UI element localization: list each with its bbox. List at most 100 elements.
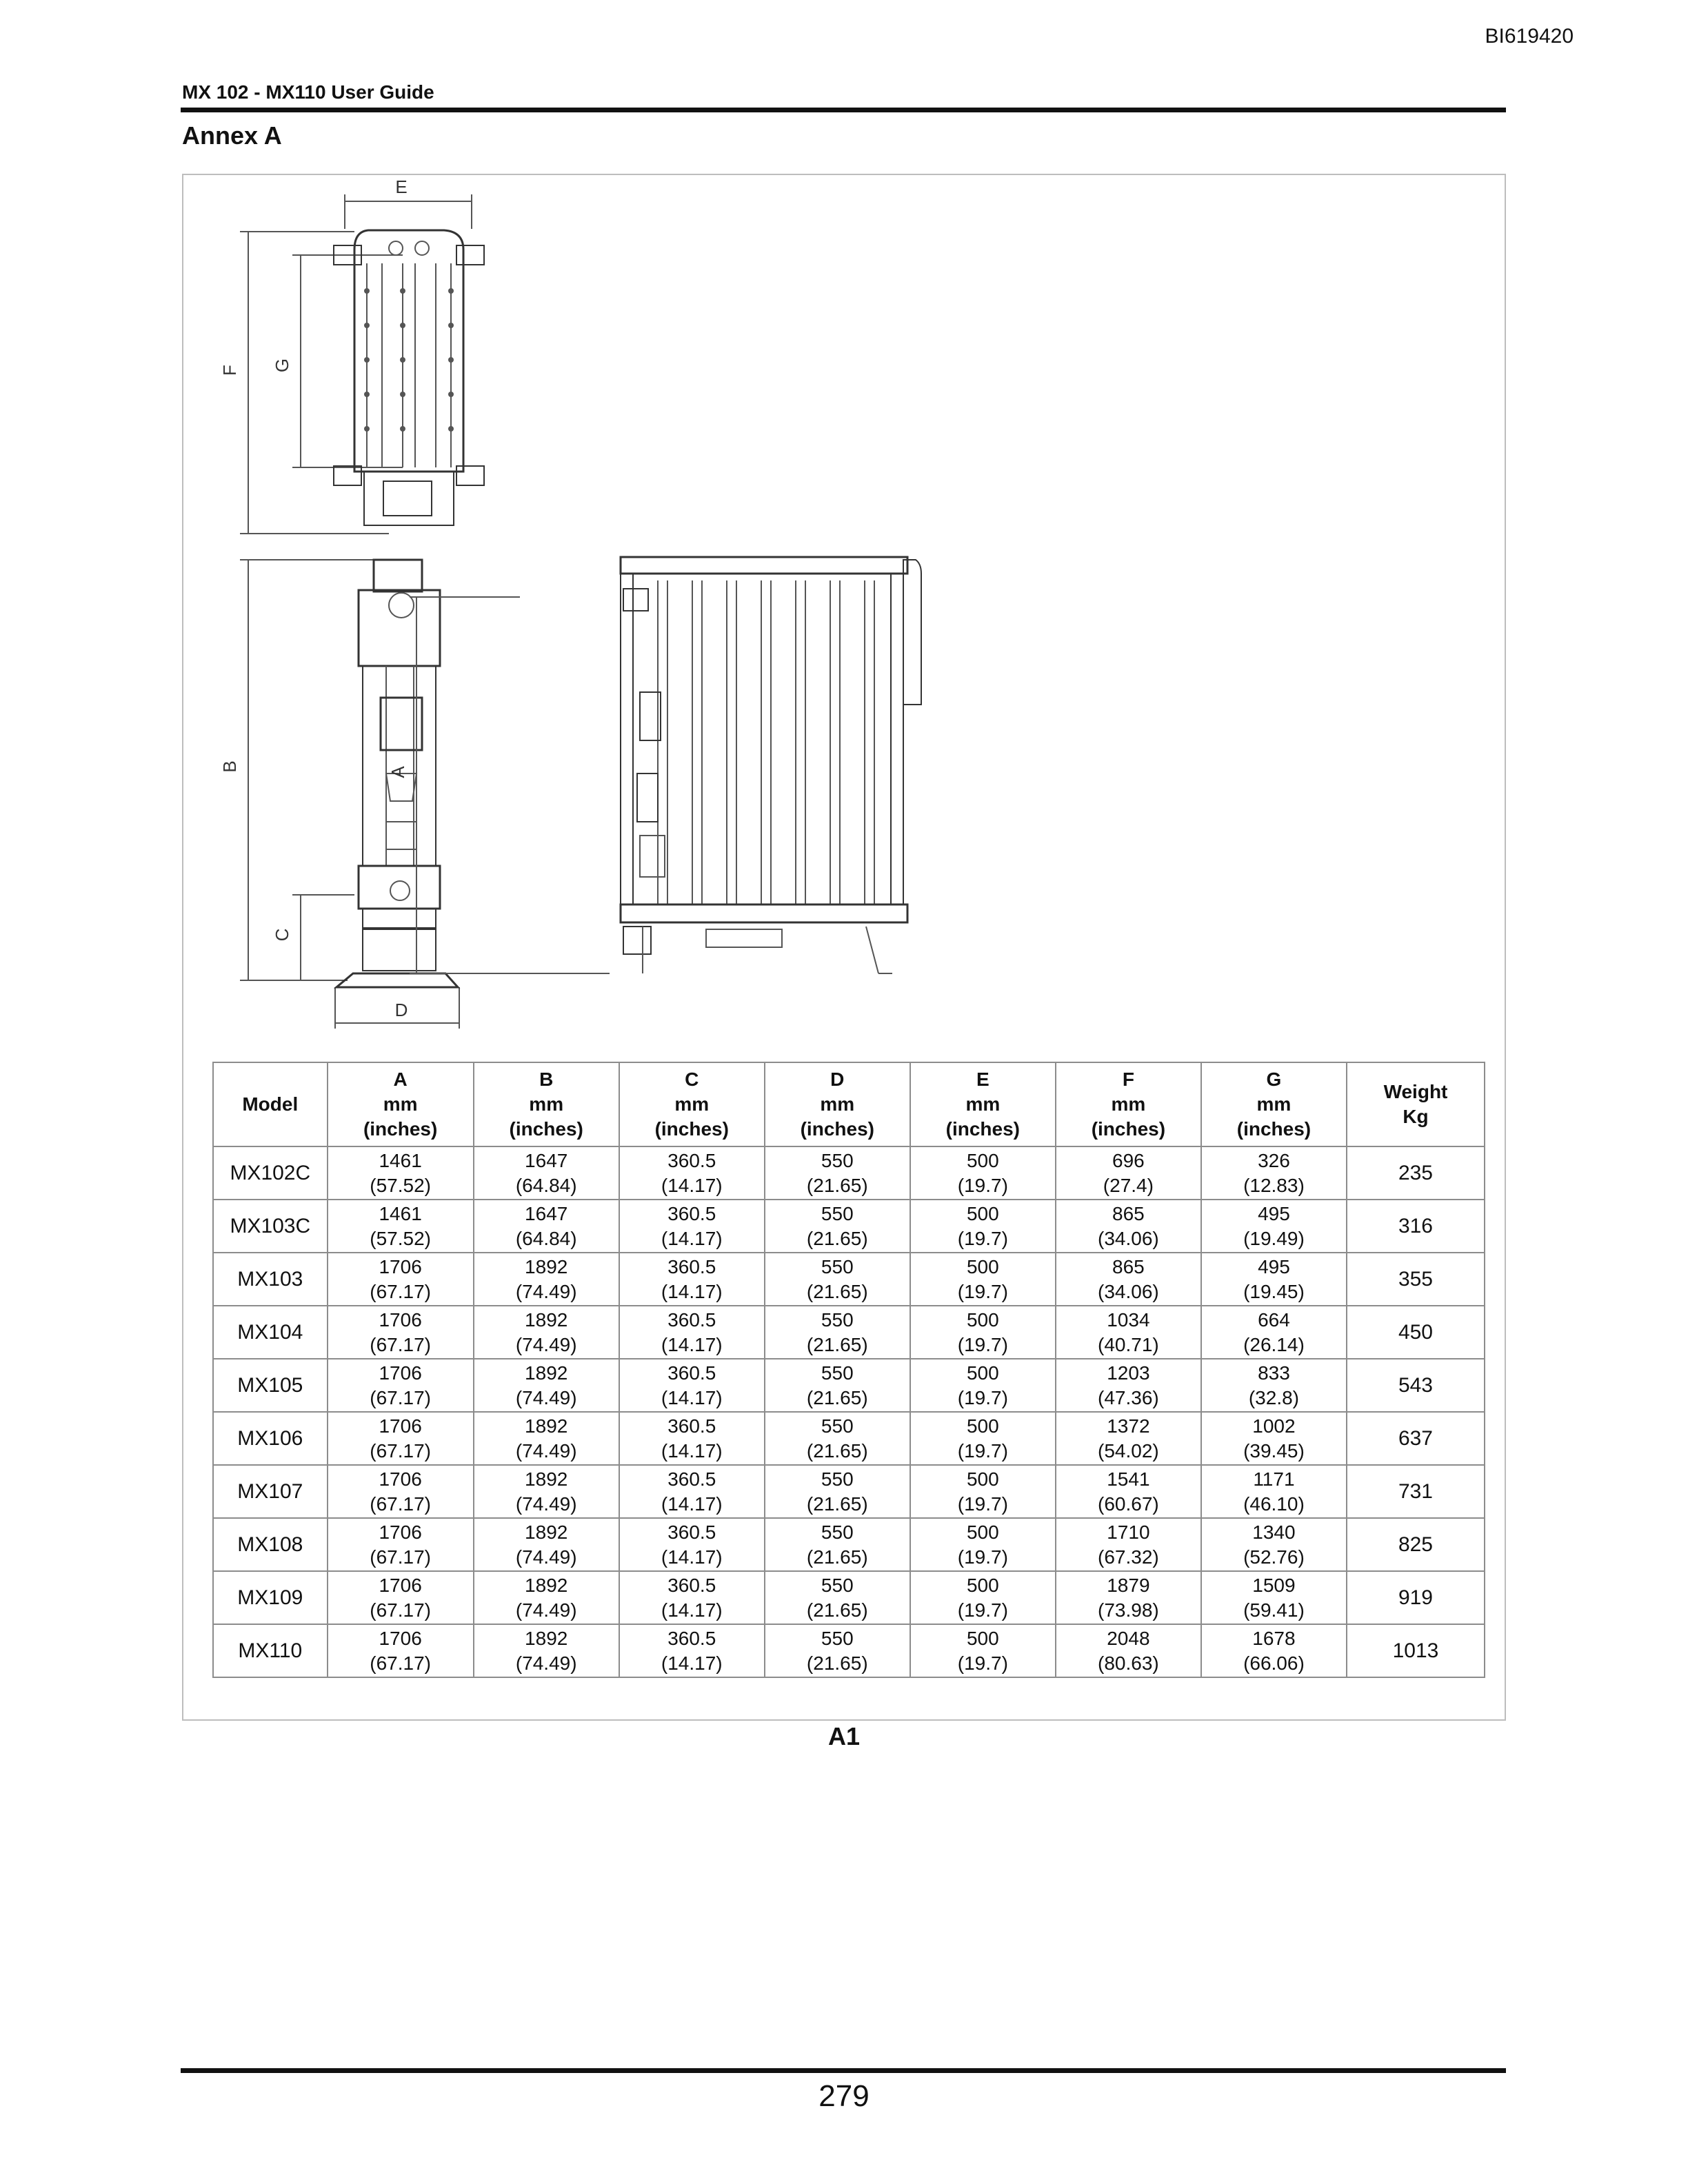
value-mm: 1509 bbox=[1252, 1574, 1296, 1596]
dimension-cell-e: 500(19.7) bbox=[909, 1358, 1056, 1413]
value-inches: (19.7) bbox=[957, 1333, 1008, 1355]
value-mm: 1541 bbox=[1107, 1468, 1150, 1490]
value-inches: (74.49) bbox=[515, 1599, 577, 1621]
value-inches: (21.65) bbox=[806, 1174, 868, 1196]
value-mm: 1892 bbox=[525, 1468, 568, 1490]
value-mm: 1002 bbox=[1252, 1415, 1296, 1437]
value-mm: 865 bbox=[1112, 1202, 1145, 1224]
dimension-cell-f: 696(27.4) bbox=[1054, 1146, 1202, 1200]
value-mm: 500 bbox=[966, 1521, 999, 1543]
header-model: Model bbox=[212, 1062, 328, 1147]
value-inches: (54.02) bbox=[1098, 1439, 1159, 1462]
value-mm: 360.5 bbox=[667, 1362, 716, 1384]
value-mm: 360.5 bbox=[667, 1521, 716, 1543]
value-mm: 1892 bbox=[525, 1574, 568, 1596]
model-cell: MX105 bbox=[212, 1358, 328, 1413]
dimension-cell-b: 1892(74.49) bbox=[472, 1305, 620, 1359]
dimension-cell-b: 1892(74.49) bbox=[472, 1358, 620, 1413]
value-mm: 1706 bbox=[379, 1415, 422, 1437]
value-inches: (19.45) bbox=[1243, 1280, 1305, 1302]
value-mm: 495 bbox=[1258, 1202, 1290, 1224]
model-cell: MX103C bbox=[212, 1199, 328, 1253]
dimension-cell-e: 500(19.7) bbox=[909, 1570, 1056, 1625]
dimension-cell-f: 865(34.06) bbox=[1054, 1252, 1202, 1306]
value-mm: 360.5 bbox=[667, 1415, 716, 1437]
value-mm: 1647 bbox=[525, 1149, 568, 1171]
value-mm: 1203 bbox=[1107, 1362, 1150, 1384]
dimension-label-c: C bbox=[272, 929, 292, 942]
value-inches: (67.17) bbox=[370, 1280, 431, 1302]
dimension-cell-g: 1171(46.10) bbox=[1200, 1464, 1347, 1519]
dimension-cell-a: 1706(67.17) bbox=[326, 1624, 474, 1678]
value-mm: 1461 bbox=[379, 1149, 422, 1171]
value-mm: 550 bbox=[821, 1202, 854, 1224]
value-inches: (19.7) bbox=[957, 1493, 1008, 1515]
header-rule bbox=[181, 108, 1506, 112]
value-inches: (60.67) bbox=[1098, 1493, 1159, 1515]
value-mm: 500 bbox=[966, 1415, 999, 1437]
value-mm: 1892 bbox=[525, 1627, 568, 1649]
dimension-cell-a: 1461(57.52) bbox=[326, 1199, 474, 1253]
value-mm: 1678 bbox=[1252, 1627, 1296, 1649]
value-mm: 1171 bbox=[1253, 1468, 1295, 1490]
dimension-cell-f: 1710(67.32) bbox=[1054, 1517, 1202, 1572]
dimension-cell-c: 360.5(14.17) bbox=[618, 1411, 765, 1466]
dimension-cell-e: 500(19.7) bbox=[909, 1305, 1056, 1359]
dimension-cell-a: 1706(67.17) bbox=[326, 1305, 474, 1359]
weight-cell: 543 bbox=[1345, 1358, 1486, 1413]
value-inches: (67.17) bbox=[370, 1333, 431, 1355]
value-inches: (19.7) bbox=[957, 1227, 1008, 1249]
dimension-cell-g: 1002(39.45) bbox=[1200, 1411, 1347, 1466]
page-number: 279 bbox=[818, 2079, 870, 2113]
value-inches: (57.52) bbox=[370, 1227, 431, 1249]
dimension-cell-f: 1034(40.71) bbox=[1054, 1305, 1202, 1359]
value-inches: (19.7) bbox=[957, 1439, 1008, 1462]
value-mm: 326 bbox=[1258, 1149, 1290, 1171]
value-mm: 360.5 bbox=[667, 1255, 716, 1277]
value-inches: (52.76) bbox=[1243, 1546, 1305, 1568]
value-mm: 500 bbox=[966, 1308, 999, 1331]
value-mm: 500 bbox=[966, 1149, 999, 1171]
dimension-cell-f: 1541 (60.67) bbox=[1054, 1464, 1202, 1519]
dimension-cell-b: 1892(74.49) bbox=[472, 1464, 620, 1519]
value-inches: (19.7) bbox=[957, 1280, 1008, 1302]
value-inches: (21.65) bbox=[806, 1227, 868, 1249]
value-inches: (14.17) bbox=[661, 1174, 723, 1196]
value-mm: 664 bbox=[1258, 1308, 1290, 1331]
value-inches: (34.06) bbox=[1098, 1280, 1159, 1302]
dimension-cell-d: 550(21.65) bbox=[763, 1305, 911, 1359]
value-mm: 1892 bbox=[525, 1362, 568, 1384]
top-view-drawing bbox=[240, 194, 485, 534]
value-inches: (32.8) bbox=[1248, 1386, 1299, 1408]
dimension-cell-b: 1892(74.49) bbox=[472, 1411, 620, 1466]
value-inches: (74.49) bbox=[515, 1333, 577, 1355]
figure-frame bbox=[182, 174, 1506, 1721]
value-inches: (19.7) bbox=[957, 1174, 1008, 1196]
value-inches: (12.83) bbox=[1243, 1174, 1305, 1196]
value-inches: (19.7) bbox=[957, 1386, 1008, 1408]
value-mm: 1892 bbox=[525, 1308, 568, 1331]
value-mm: 1892 bbox=[525, 1521, 568, 1543]
document-id: BI619420 bbox=[1485, 25, 1574, 48]
dimension-cell-d: 550(21.65) bbox=[763, 1252, 911, 1306]
value-inches: (14.17) bbox=[661, 1333, 723, 1355]
value-inches: (74.49) bbox=[515, 1386, 577, 1408]
dimension-cell-c: 360.5(14.17) bbox=[618, 1358, 765, 1413]
value-inches: (19.7) bbox=[957, 1652, 1008, 1674]
value-mm: 1706 bbox=[379, 1627, 422, 1649]
value-inches: (57.52) bbox=[370, 1174, 431, 1196]
value-mm: 2048 bbox=[1107, 1627, 1150, 1649]
dimension-cell-g: 664(26.14) bbox=[1200, 1305, 1347, 1359]
value-mm: 1647 bbox=[525, 1202, 568, 1224]
value-inches: (40.71) bbox=[1098, 1333, 1159, 1355]
value-inches: (21.65) bbox=[806, 1280, 868, 1302]
